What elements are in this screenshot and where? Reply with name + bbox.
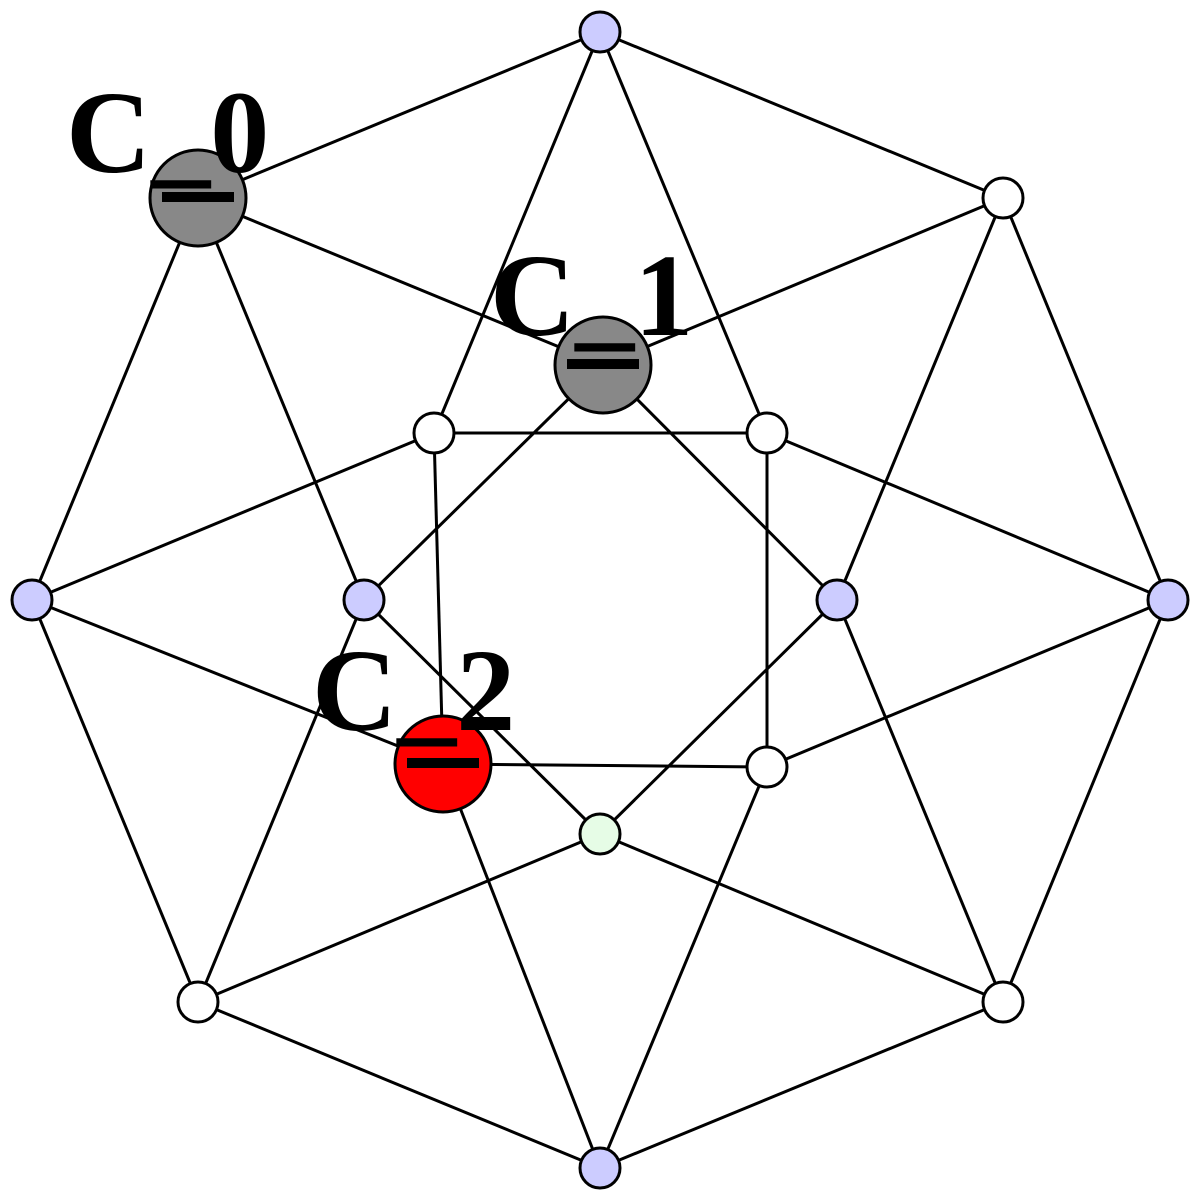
node-n14: [342, 578, 386, 622]
node-n12: [578, 812, 622, 856]
edge-n6-n7: [30, 197, 200, 601]
edge-n7-n0: [197, 30, 601, 200]
node-n2: [1146, 578, 1190, 622]
edge-n4-n5: [197, 1000, 601, 1170]
label-c0: C_0: [66, 67, 269, 198]
label-c2: C_2: [312, 625, 515, 756]
node-n10: [815, 578, 859, 622]
node-n5: [176, 980, 220, 1024]
edge-n0-n15: [432, 31, 602, 434]
edge-n2-n9: [766, 431, 1169, 602]
minus-sign-icon: [567, 359, 639, 369]
edge-n11-n13: [442, 762, 768, 769]
edge-n4-n11: [598, 766, 769, 1169]
label-c1: C_1: [490, 230, 693, 361]
edge-n0-n9: [598, 31, 769, 434]
node-n3: [981, 980, 1025, 1024]
node-n6: [10, 578, 54, 622]
edge-n3-n4: [599, 1000, 1004, 1170]
edge-n14-n8: [362, 363, 605, 602]
edge-n5-n14: [196, 599, 366, 1003]
edge-n13-n15: [432, 432, 445, 765]
node-n0: [578, 10, 622, 54]
node-n11: [745, 745, 789, 789]
edge-n6-n15: [31, 431, 435, 602]
edge-n1-n10: [835, 197, 1005, 601]
minus-sign-icon: [162, 192, 234, 202]
edge-n0-n1: [599, 30, 1004, 200]
node-n9: [745, 411, 789, 455]
edge-n1-n8: [602, 196, 1004, 367]
edge-n10-n12: [598, 598, 839, 836]
edge-n7-n8: [197, 196, 604, 367]
edge-n5-n12: [197, 832, 601, 1004]
edge-n2-n3: [1001, 599, 1170, 1003]
edge-n3-n10: [835, 599, 1005, 1003]
graph-edges: [30, 30, 1170, 1170]
node-n4: [578, 1146, 622, 1190]
edge-n8-n10: [601, 363, 839, 602]
edge-n12-n14: [362, 598, 602, 836]
graph-labels: C_0 C_1 C_2: [66, 67, 693, 756]
graph-nodes: [10, 10, 1190, 1190]
edge-n7-n14: [196, 197, 366, 601]
edge-n6-n13: [31, 598, 444, 766]
edge-n3-n12: [599, 832, 1004, 1004]
edge-n4-n13: [441, 763, 602, 1169]
edge-n1-n2: [1001, 197, 1170, 601]
edge-n2-n11: [766, 598, 1169, 769]
edge-n5-n6: [30, 599, 200, 1003]
node-n1: [981, 176, 1025, 220]
node-n15: [412, 411, 456, 455]
minus-sign-icon: [407, 758, 479, 768]
